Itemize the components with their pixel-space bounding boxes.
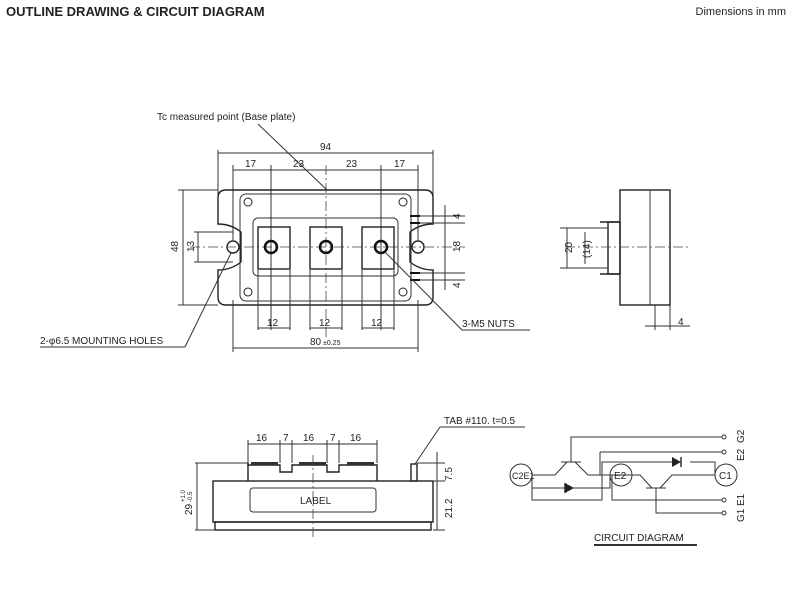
dim-18: 18 [452, 240, 463, 252]
terminal-e2-circle: E2 [614, 471, 627, 482]
dim-14: (14) [582, 240, 593, 258]
terminal-e1: E1 [736, 493, 747, 506]
dim-4-side: 4 [678, 317, 684, 328]
dim-23b: 23 [346, 159, 358, 170]
dim-29-tol-minus: -0.5 [188, 491, 194, 502]
dim-16b: 16 [303, 433, 315, 444]
circuit-diagram: C2E1 E2 C1 G2 E2 E1 G1 CIRCUIT DIAGRAM [509, 429, 747, 546]
top-view: Tc measured point (Base plate) 94 17 23 … [40, 112, 530, 352]
side-view: 20 (14) 4 [560, 189, 690, 330]
dim-23a: 23 [293, 159, 305, 170]
tab-label: TAB #110. t=0.5 [444, 416, 516, 427]
dim-13: 13 [186, 240, 197, 252]
dim-17a: 17 [245, 159, 257, 170]
nuts-label: 3-M5 NUTS [462, 319, 515, 330]
dim-17b: 17 [394, 159, 406, 170]
dim-20: 20 [564, 241, 575, 253]
terminal-g1: G1 [736, 508, 747, 522]
dim-29: 29 [184, 503, 195, 515]
dim-16c: 16 [350, 433, 362, 444]
terminal-c1: C1 [719, 471, 732, 482]
dim-12b: 12 [319, 318, 331, 329]
dim-7a: 7 [283, 433, 289, 444]
terminal-e2: E2 [736, 448, 747, 461]
terminal-c2e1: C2E1 [512, 471, 535, 481]
terminals [257, 226, 395, 270]
page-title: OUTLINE DRAWING & CIRCUIT DIAGRAM [6, 4, 265, 19]
dim-94: 94 [320, 142, 332, 153]
dim-12a: 12 [267, 318, 279, 329]
terminal-g2: G2 [736, 429, 747, 443]
dim-7b: 7 [330, 433, 336, 444]
dim-48: 48 [170, 240, 181, 252]
units-note: Dimensions in mm [695, 6, 786, 18]
dim-4b: 4 [452, 282, 463, 288]
dim-80: 80 [310, 337, 322, 348]
dim-16a: 16 [256, 433, 268, 444]
mounting-holes-label: 2-φ6.5 MOUNTING HOLES [40, 336, 164, 347]
label-text: LABEL [300, 496, 332, 507]
tc-label: Tc measured point (Base plate) [157, 112, 295, 123]
dim-21-2: 21.2 [444, 498, 455, 518]
dim-29-tol-plus: +1.0 [181, 489, 187, 502]
dim-7-5: 7.5 [444, 467, 455, 481]
front-view: 16 7 16 7 16 LABEL TAB #110. t=0.5 29 +1… [181, 416, 525, 540]
dim-4a: 4 [452, 213, 463, 219]
dim-80-tol: ±0.25 [323, 340, 341, 347]
dim-12c: 12 [371, 318, 383, 329]
circuit-title: CIRCUIT DIAGRAM [594, 533, 684, 544]
